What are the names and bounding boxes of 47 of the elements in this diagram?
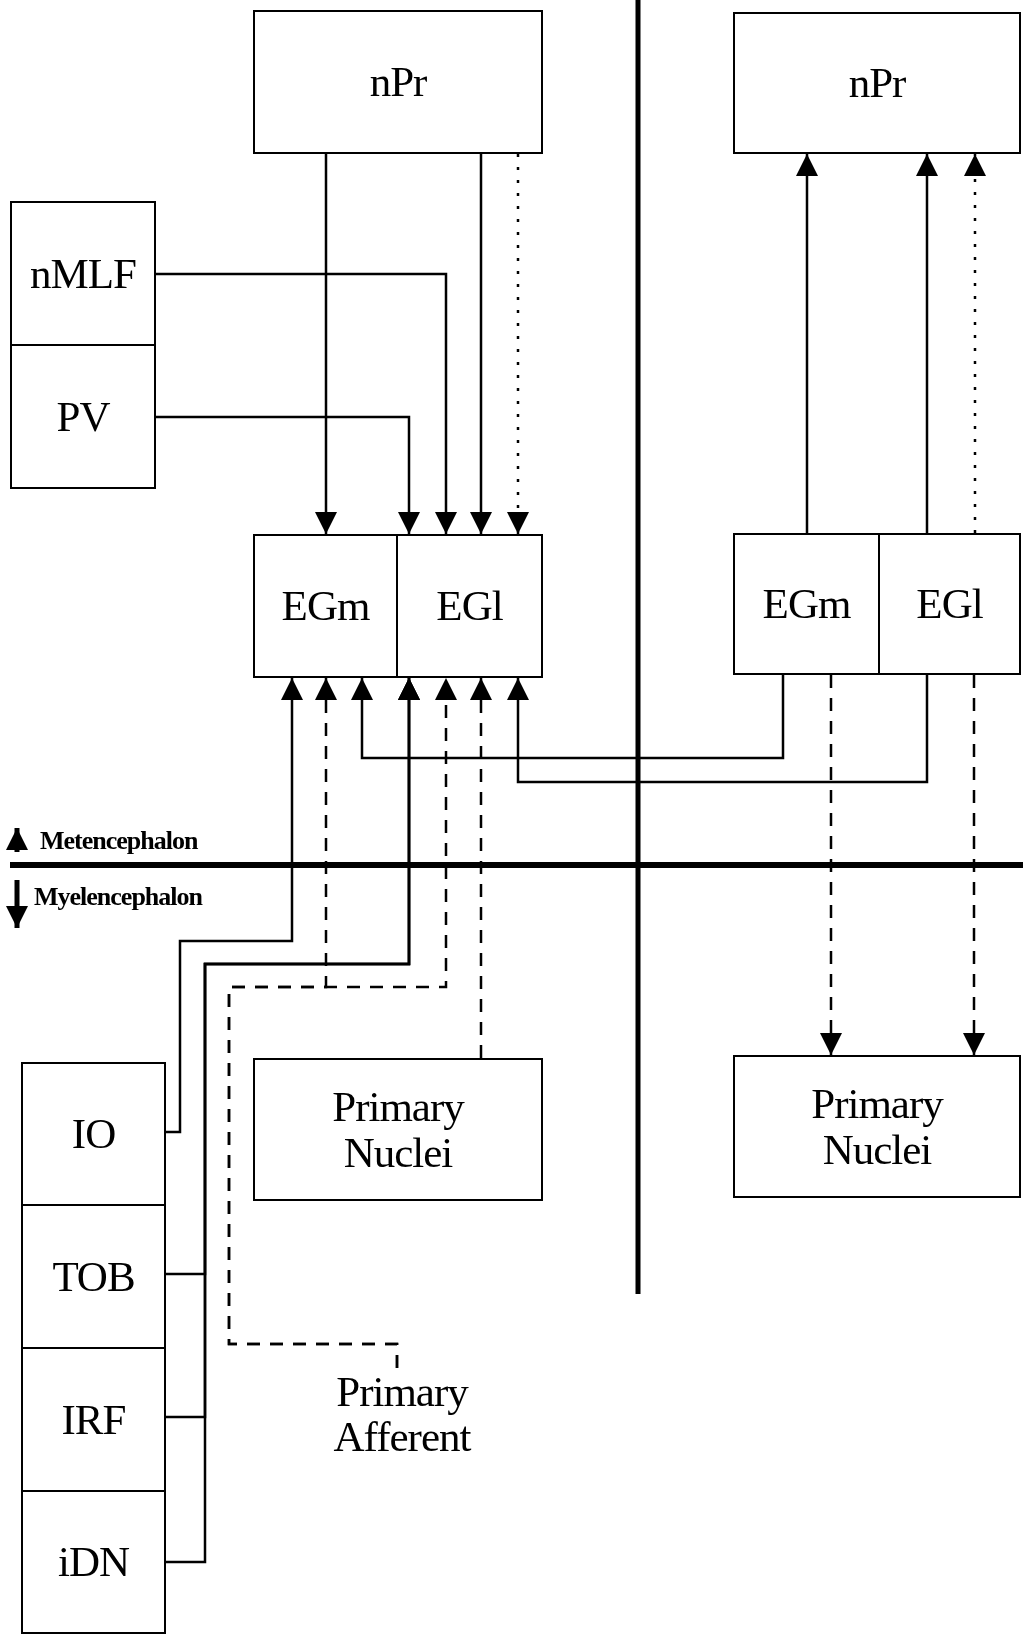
brain-nucleus-box bbox=[733, 1055, 1021, 1198]
arrow bbox=[166, 678, 303, 1134]
brain-nucleus-box bbox=[253, 10, 543, 154]
brain-region-box bbox=[396, 534, 543, 678]
arrow bbox=[156, 272, 457, 534]
brain-nucleus-box bbox=[21, 1347, 166, 1492]
node-label: IRF bbox=[61, 1396, 126, 1443]
brain-region-box bbox=[878, 533, 1021, 675]
node-label: nPr bbox=[848, 60, 906, 106]
node-label: TOB bbox=[52, 1253, 135, 1300]
node-label: EGm bbox=[281, 583, 370, 629]
arrow bbox=[916, 154, 938, 533]
node-label: EGl bbox=[916, 581, 983, 627]
node-label: IO bbox=[71, 1111, 116, 1157]
node-label: Primary Nuclei bbox=[810, 1081, 945, 1172]
arrow bbox=[470, 678, 492, 1058]
brain-region-box bbox=[733, 533, 880, 675]
region-label: Myelencephalon bbox=[34, 882, 202, 912]
arrow bbox=[470, 154, 492, 534]
brain-nucleus-box bbox=[10, 344, 156, 489]
brain-nucleus-box bbox=[733, 12, 1021, 154]
node-label: PV bbox=[56, 393, 110, 440]
node-label: EGl bbox=[436, 583, 503, 629]
arrow bbox=[964, 154, 986, 533]
brain-nucleus-box bbox=[10, 201, 156, 346]
arrow bbox=[507, 154, 529, 534]
arrow bbox=[166, 678, 420, 1564]
region-label: Metencephalon bbox=[40, 826, 198, 856]
arrow bbox=[507, 675, 929, 784]
arrow bbox=[963, 675, 985, 1055]
node-label: nMLF bbox=[30, 250, 136, 297]
arrow bbox=[315, 154, 337, 534]
brain-nucleus-box bbox=[21, 1490, 166, 1634]
arrow bbox=[351, 675, 785, 760]
node-label: EGm bbox=[762, 581, 851, 627]
arrow bbox=[820, 675, 842, 1055]
brain-nucleus-box bbox=[21, 1062, 166, 1206]
brain-nucleus-box bbox=[21, 1204, 166, 1349]
node-label: Primary Nuclei bbox=[331, 1084, 466, 1175]
arrow bbox=[796, 154, 818, 533]
arrow bbox=[156, 415, 420, 534]
arrow bbox=[227, 678, 457, 1368]
brain-region-box bbox=[253, 534, 398, 678]
node-label: iDN bbox=[57, 1539, 130, 1585]
node-label: nPr bbox=[369, 59, 427, 105]
brain-nucleus-box bbox=[253, 1058, 543, 1201]
node-label: Primary Afferent bbox=[332, 1368, 472, 1460]
